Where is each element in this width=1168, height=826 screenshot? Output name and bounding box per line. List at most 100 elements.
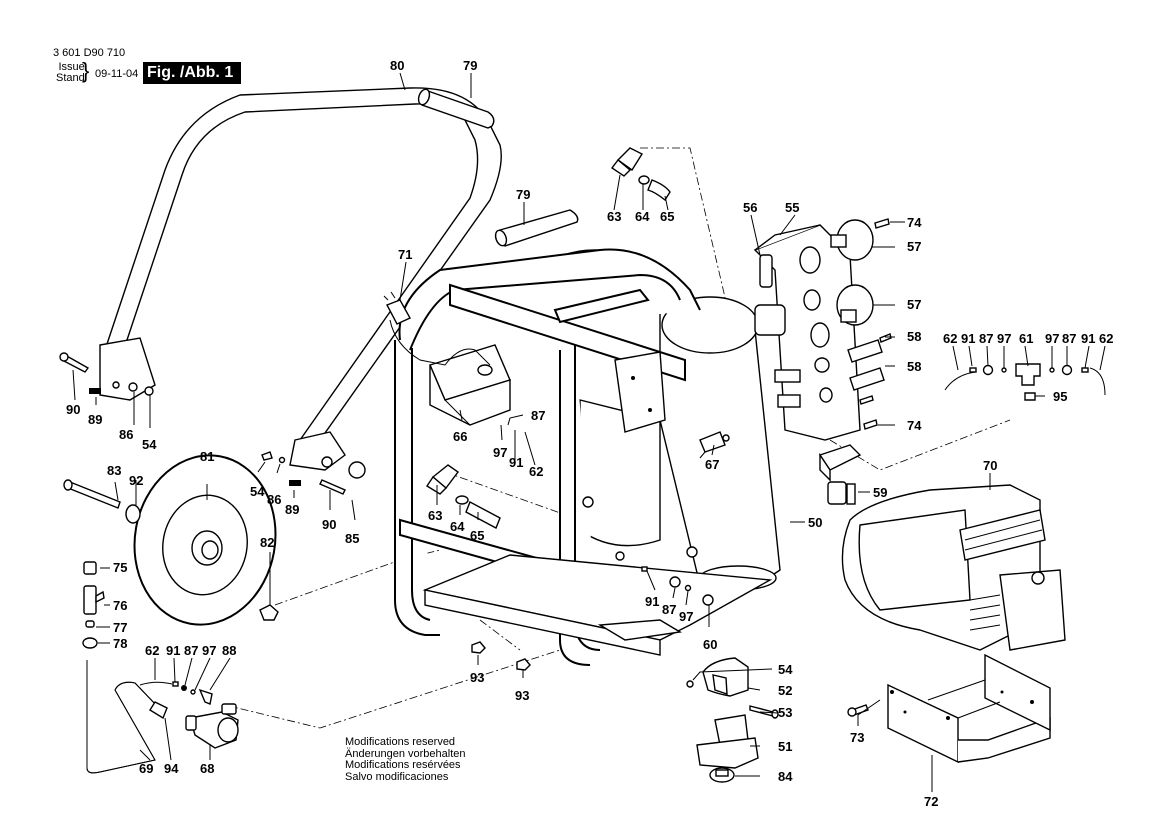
label-71: 71 (398, 247, 412, 262)
label-90: 90 (66, 402, 80, 417)
brace: } (82, 58, 90, 83)
label-62: 62 (145, 643, 159, 658)
pressure-gauge-57 (830, 219, 874, 326)
foot-51 (686, 657, 779, 783)
label-69: 69 (139, 761, 153, 776)
label-94: 94 (164, 761, 179, 776)
label-64: 64 (450, 519, 465, 534)
label-72: 72 (924, 794, 938, 809)
notice-line-es: Salvo modificaciones (345, 770, 449, 783)
motor-mount-bracket-72 (887, 653, 1051, 764)
label-59: 59 (873, 485, 887, 500)
issue-label: Issue (58, 61, 85, 73)
label-64: 64 (635, 209, 650, 224)
label-54: 54 (142, 437, 157, 452)
label-68: 68 (200, 761, 214, 776)
label-56: 56 (743, 200, 757, 215)
screw-74 (859, 218, 892, 430)
figure-label: Fig. /Abb. 1 (143, 62, 242, 84)
label-91: 91 (645, 594, 659, 609)
label-87: 87 (979, 331, 993, 346)
label-89: 89 (285, 502, 299, 517)
label-79: 79 (516, 187, 530, 202)
label-81: 81 (200, 449, 214, 464)
air-tank-frame-50 (394, 248, 781, 666)
label-85: 85 (345, 531, 359, 546)
label-87: 87 (184, 643, 198, 658)
notice-line-de: Änderungen vorbehalten (345, 747, 466, 760)
part-labels: 80 79 79 63 64 65 56 55 74 57 57 58 58 7… (66, 58, 1113, 809)
label-65: 65 (660, 209, 674, 224)
label-97: 97 (493, 445, 507, 460)
label-67: 67 (705, 457, 719, 472)
label-52: 52 (778, 683, 792, 698)
label-74: 74 (907, 418, 922, 433)
label-86: 86 (119, 427, 133, 442)
label-74: 74 (907, 215, 922, 230)
label-77: 77 (113, 620, 127, 635)
label-87: 87 (1062, 331, 1076, 346)
label-73: 73 (850, 730, 864, 745)
label-50: 50 (808, 515, 822, 530)
label-53: 53 (778, 705, 792, 720)
issue-date: 09-11-04 (95, 68, 139, 80)
stand-label: Stand (56, 72, 85, 84)
document-number: 3 601 D90 710 (53, 47, 126, 59)
label-97: 97 (1045, 331, 1059, 346)
notice-line-en: Modifications reserved (345, 736, 456, 748)
label-80: 80 (390, 58, 404, 73)
label-83: 83 (107, 463, 121, 478)
wheel-81 (133, 454, 277, 626)
label-78: 78 (113, 636, 127, 651)
label-95: 95 (1053, 389, 1067, 404)
label-97: 97 (997, 331, 1011, 346)
quick-coupler-58 (847, 339, 885, 391)
label-79: 79 (463, 58, 477, 73)
label-66: 66 (453, 429, 467, 444)
label-93: 93 (470, 670, 484, 685)
modifications-notice: Modifications reserved Änderungen vorbeh… (345, 736, 466, 783)
left-hardware (59, 352, 366, 495)
label-91: 91 (166, 643, 180, 658)
drain-valve-67 (699, 431, 730, 459)
nut-93 (471, 641, 531, 671)
fitting-row-bottom (139, 681, 213, 705)
label-76: 76 (113, 598, 127, 613)
motor-compressor-70 (841, 484, 1066, 651)
label-91: 91 (961, 331, 975, 346)
handle-grip-79 (417, 88, 579, 247)
label-57: 57 (907, 297, 921, 312)
label-97: 97 (679, 609, 693, 624)
label-62: 62 (943, 331, 957, 346)
label-87: 87 (531, 408, 545, 423)
label-65: 65 (470, 528, 484, 543)
label-58: 58 (907, 329, 921, 344)
screw-73 (847, 704, 869, 717)
label-75: 75 (113, 560, 127, 575)
label-51: 51 (778, 739, 792, 754)
label-55: 55 (785, 200, 799, 215)
label-60: 60 (703, 637, 717, 652)
label-86: 86 (267, 492, 281, 507)
label-61: 61 (1019, 331, 1033, 346)
label-93: 93 (515, 688, 529, 703)
valve-body-68 (185, 703, 239, 749)
label-63: 63 (428, 508, 442, 523)
switch-box-66 (383, 291, 511, 426)
label-62: 62 (1099, 331, 1113, 346)
label-70: 70 (983, 458, 997, 473)
nut-82 (259, 604, 279, 621)
label-54: 54 (778, 662, 793, 677)
leader-lines (72, 72, 1106, 792)
label-92: 92 (129, 473, 143, 488)
label-91: 91 (1081, 331, 1095, 346)
label-87: 87 (662, 602, 676, 617)
pressure-pipe-69 (86, 660, 168, 774)
label-89: 89 (88, 412, 102, 427)
label-57: 57 (907, 239, 921, 254)
label-91: 91 (509, 455, 523, 470)
label-88: 88 (222, 643, 236, 658)
filter-59 (827, 481, 856, 505)
